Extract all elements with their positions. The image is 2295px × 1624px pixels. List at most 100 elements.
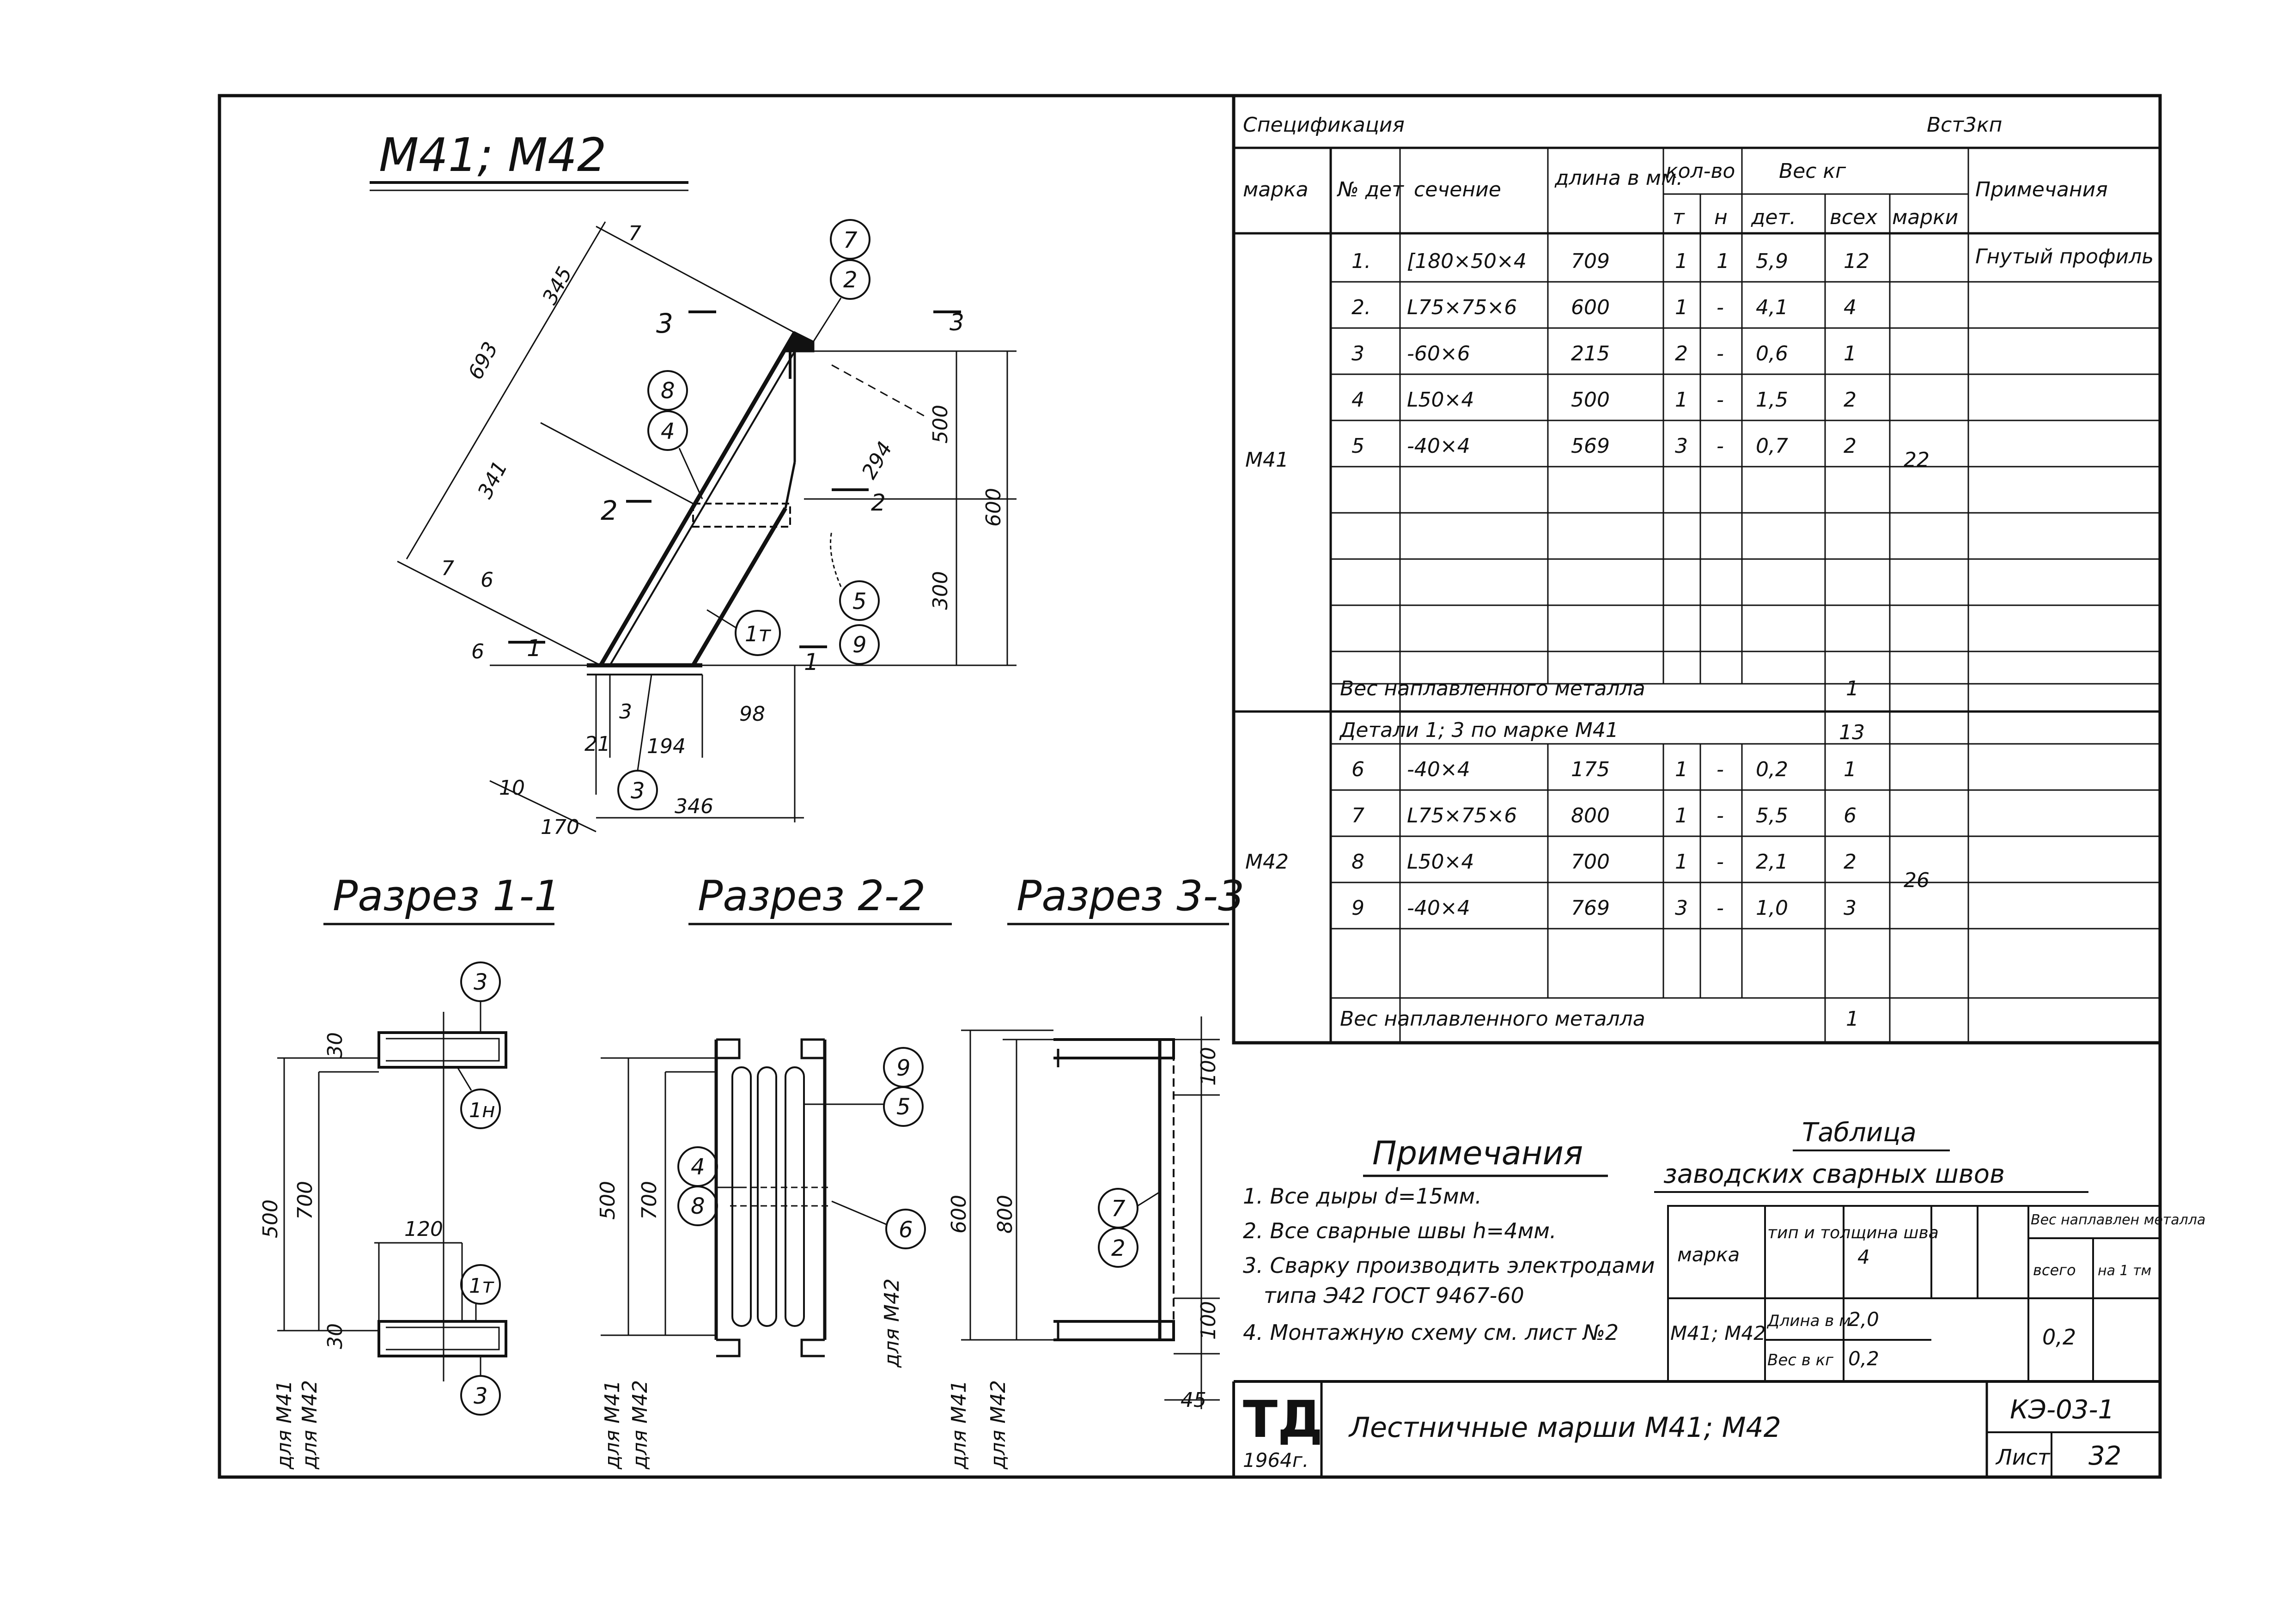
sec1-callout-3b: 3 <box>474 1383 488 1409</box>
cut-mark-2b: 2 <box>871 489 886 516</box>
spec-m42-row-4-col-7: 3 <box>1844 896 1857 920</box>
spec-m41-marka: М41 <box>1245 448 1289 472</box>
callout-1t-label: 1т <box>745 621 771 646</box>
spec-m41-row-5-col-5: - <box>1717 434 1724 458</box>
sec1-label-m41: для М41 <box>273 1380 296 1470</box>
sec2-callout-6: 6 <box>899 1217 913 1243</box>
spec-m41-row-5-col-4: 3 <box>1675 434 1688 458</box>
dim-6a: 6 <box>481 568 493 592</box>
weld-len-val: 2,0 <box>1848 1308 1879 1331</box>
spec-m42-row-2-col-7: 6 <box>1844 804 1857 827</box>
stamp-code: КЭ-03-1 <box>2010 1395 2114 1425</box>
sec3-dim-600: 600 <box>947 1195 971 1234</box>
spec-m42-row-2-col-3: 800 <box>1571 804 1610 827</box>
cut-mark-3b: 3 <box>950 309 964 336</box>
spec-m41-row-2-col-4: 1 <box>1675 296 1688 319</box>
spec-m41-row-5-col-2: -40×4 <box>1407 434 1470 458</box>
weld-h-vsego: всего <box>2033 1261 2076 1279</box>
spec-h-prim: Примечания <box>1975 178 2108 201</box>
spec-m41-row-2-col-3: 600 <box>1571 296 1610 319</box>
weld-marka: М41; М42 <box>1670 1322 1766 1344</box>
callout-9 <box>839 624 880 665</box>
sec3-label-m42: для М42 <box>986 1380 1010 1470</box>
spec-m41-row-3-col-2: -60×6 <box>1407 342 1470 365</box>
weld-h-marka: марка <box>1677 1243 1740 1266</box>
cut-marks: 3 3 2 2 1 1 <box>508 308 964 675</box>
weld-ves-label: Вес в кг <box>1767 1351 1834 1369</box>
spec-title: Спецификация <box>1243 113 1405 137</box>
sec3-label-m41: для М41 <box>947 1380 971 1470</box>
spec-m41-row-4-col-1: 4 <box>1351 388 1364 412</box>
sec1-callout-1t: 1т <box>469 1274 494 1298</box>
spec-m41-row-4-col-4: 1 <box>1675 388 1688 412</box>
dim-300: 300 <box>929 571 952 610</box>
spec-m42-row-1-col-1: 6 <box>1351 758 1364 781</box>
spec-h-ves: Вес кг <box>1779 159 1846 183</box>
sec2-dim-700: 700 <box>638 1181 661 1220</box>
callout-2-label: 2 <box>843 267 858 293</box>
sec1-callout-1n: 1н <box>469 1099 495 1122</box>
spec-m42-row-2-col-6: 5,5 <box>1756 804 1788 827</box>
sec2-callout-8: 8 <box>691 1193 705 1219</box>
sec3-callout-7: 7 <box>1111 1196 1126 1222</box>
specification-table <box>1232 94 2162 1045</box>
weld-title-1: Таблица <box>1802 1118 1917 1148</box>
sec3-dim-100a: 100 <box>1197 1047 1220 1086</box>
spec-m41-row-1-col-5: 1 <box>1717 249 1729 273</box>
dim-7a: 7 <box>628 222 641 245</box>
spec-m41-row-5-col-6: 0,7 <box>1756 434 1788 458</box>
stamp-year: 1964г. <box>1243 1449 1309 1472</box>
spec-m42-row-4-col-5: - <box>1717 896 1724 920</box>
sec1-dim-30a: 30 <box>323 1032 347 1058</box>
spec-m42-row-1-col-6: 0,2 <box>1756 758 1788 781</box>
spec-steel: Вст3кп <box>1927 113 2002 137</box>
spec-h-marki: марки <box>1892 206 1958 229</box>
spec-m41-note: Гнутый профиль <box>1975 245 2154 268</box>
spec-m41-row-3-col-1: 3 <box>1351 342 1364 365</box>
spec-m42-row-1-col-3: 175 <box>1571 758 1610 781</box>
spec-m42-weld-label: Вес наплавленного металла <box>1340 1007 1645 1031</box>
spec-m42-row-1-col-5: - <box>1717 758 1724 781</box>
note-1: 1. Все дыры d=15мм. <box>1243 1184 1482 1209</box>
spec-m42-row-2-col-4: 1 <box>1675 804 1688 827</box>
spec-h-kolvo: кол-во <box>1666 159 1735 183</box>
weld-type-val: 4 <box>1857 1246 1870 1268</box>
sec2-dim-500: 500 <box>596 1181 620 1220</box>
spec-m41-row-4-col-2: L50×4 <box>1407 388 1474 412</box>
dim-600: 600 <box>982 488 1005 527</box>
spec-m42-row-3-col-2: L50×4 <box>1407 850 1474 874</box>
note-3: 3. Сварку производить электродами <box>1243 1253 1655 1278</box>
spec-m41-row-3-col-4: 2 <box>1675 342 1688 365</box>
sec2-callout-4: 4 <box>691 1154 705 1180</box>
cut-mark-3a: 3 <box>656 308 673 339</box>
note-4: 4. Монтажную схему см. лист №2 <box>1243 1320 1619 1345</box>
spec-m41-weld-value: 1 <box>1846 677 1859 700</box>
main-callouts: 7 2 8 4 5 9 1т 3 <box>617 219 880 810</box>
drawing-title: М41; М42 <box>379 128 607 182</box>
weld-table: Таблица заводских сварных швов марка тип… <box>1654 1118 2205 1382</box>
sec1-dim-500: 500 <box>259 1199 282 1238</box>
callout-7 <box>830 219 871 260</box>
spec-m41-row-4-col-3: 500 <box>1571 388 1610 412</box>
cut-mark-1a: 1 <box>527 635 542 662</box>
sec1-callout-3a: 3 <box>474 969 488 995</box>
spec-m41-row-1-col-2: [180×50×4 <box>1407 249 1527 273</box>
note-2: 2. Все сварные швы h=4мм. <box>1243 1218 1557 1243</box>
dim-10: 10 <box>499 776 525 800</box>
spec-m42-row-3-col-6: 2,1 <box>1756 850 1788 874</box>
spec-m41-row-4-col-5: - <box>1717 388 1724 412</box>
spec-m42-total: 26 <box>1904 869 1930 892</box>
section-3-callouts: 7 2 <box>1098 1188 1160 1268</box>
main-elevation-view <box>397 221 1017 833</box>
spec-m41-row-4-col-6: 1,5 <box>1756 388 1788 412</box>
spec-h-det: № дет <box>1336 178 1404 201</box>
stamp-logo: ТД <box>1243 1390 1323 1449</box>
section-2-callouts: 9 5 4 8 6 <box>677 1047 926 1249</box>
spec-h-det-w: дет. <box>1751 206 1796 229</box>
spec-m42-row-3-col-1: 8 <box>1351 850 1364 874</box>
sec2-label-m42b: для М42 <box>880 1278 904 1368</box>
sec2-label-m42a: для М42 <box>628 1380 652 1470</box>
spec-m41-row-2-col-5: - <box>1717 296 1724 319</box>
stamp-sheet: 32 <box>2088 1441 2121 1471</box>
